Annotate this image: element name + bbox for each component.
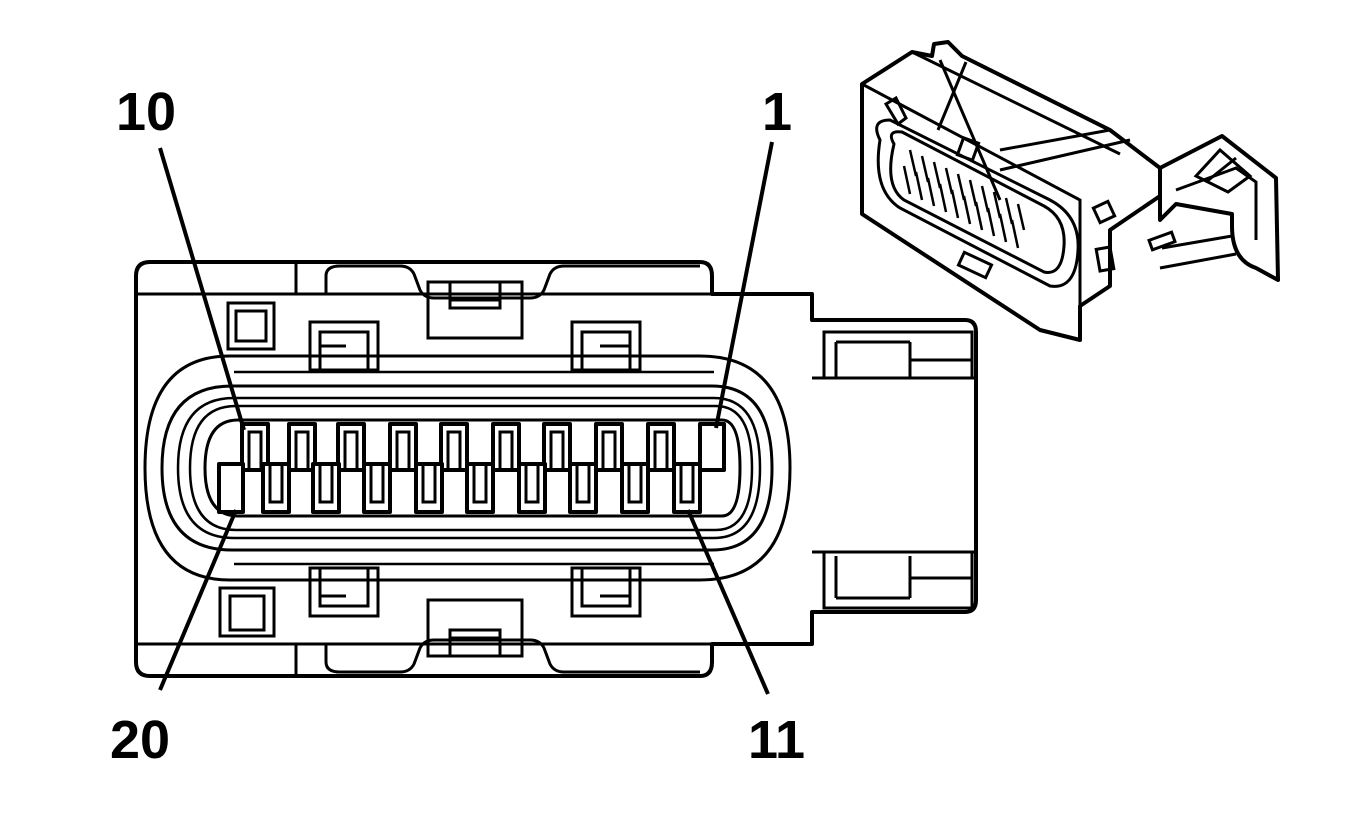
pin-row-bottom bbox=[217, 462, 702, 514]
leader-line-11 bbox=[686, 509, 770, 695]
pin-label-1: 1 bbox=[762, 82, 792, 142]
pin-label-20: 20 bbox=[110, 710, 170, 770]
connector-isometric-view bbox=[860, 40, 1280, 342]
pin-label-11: 11 bbox=[748, 710, 805, 770]
connector-face-view bbox=[134, 141, 978, 695]
leader-line-1 bbox=[714, 141, 774, 429]
pin-row-top bbox=[240, 422, 726, 472]
leader-line-20 bbox=[158, 509, 238, 691]
pin-label-10: 10 bbox=[116, 82, 176, 142]
leader-line-10 bbox=[158, 147, 246, 431]
